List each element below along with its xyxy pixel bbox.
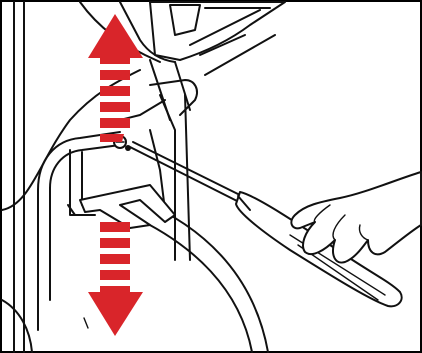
instruction-illustration bbox=[0, 0, 422, 353]
figure-border bbox=[1, 1, 421, 352]
